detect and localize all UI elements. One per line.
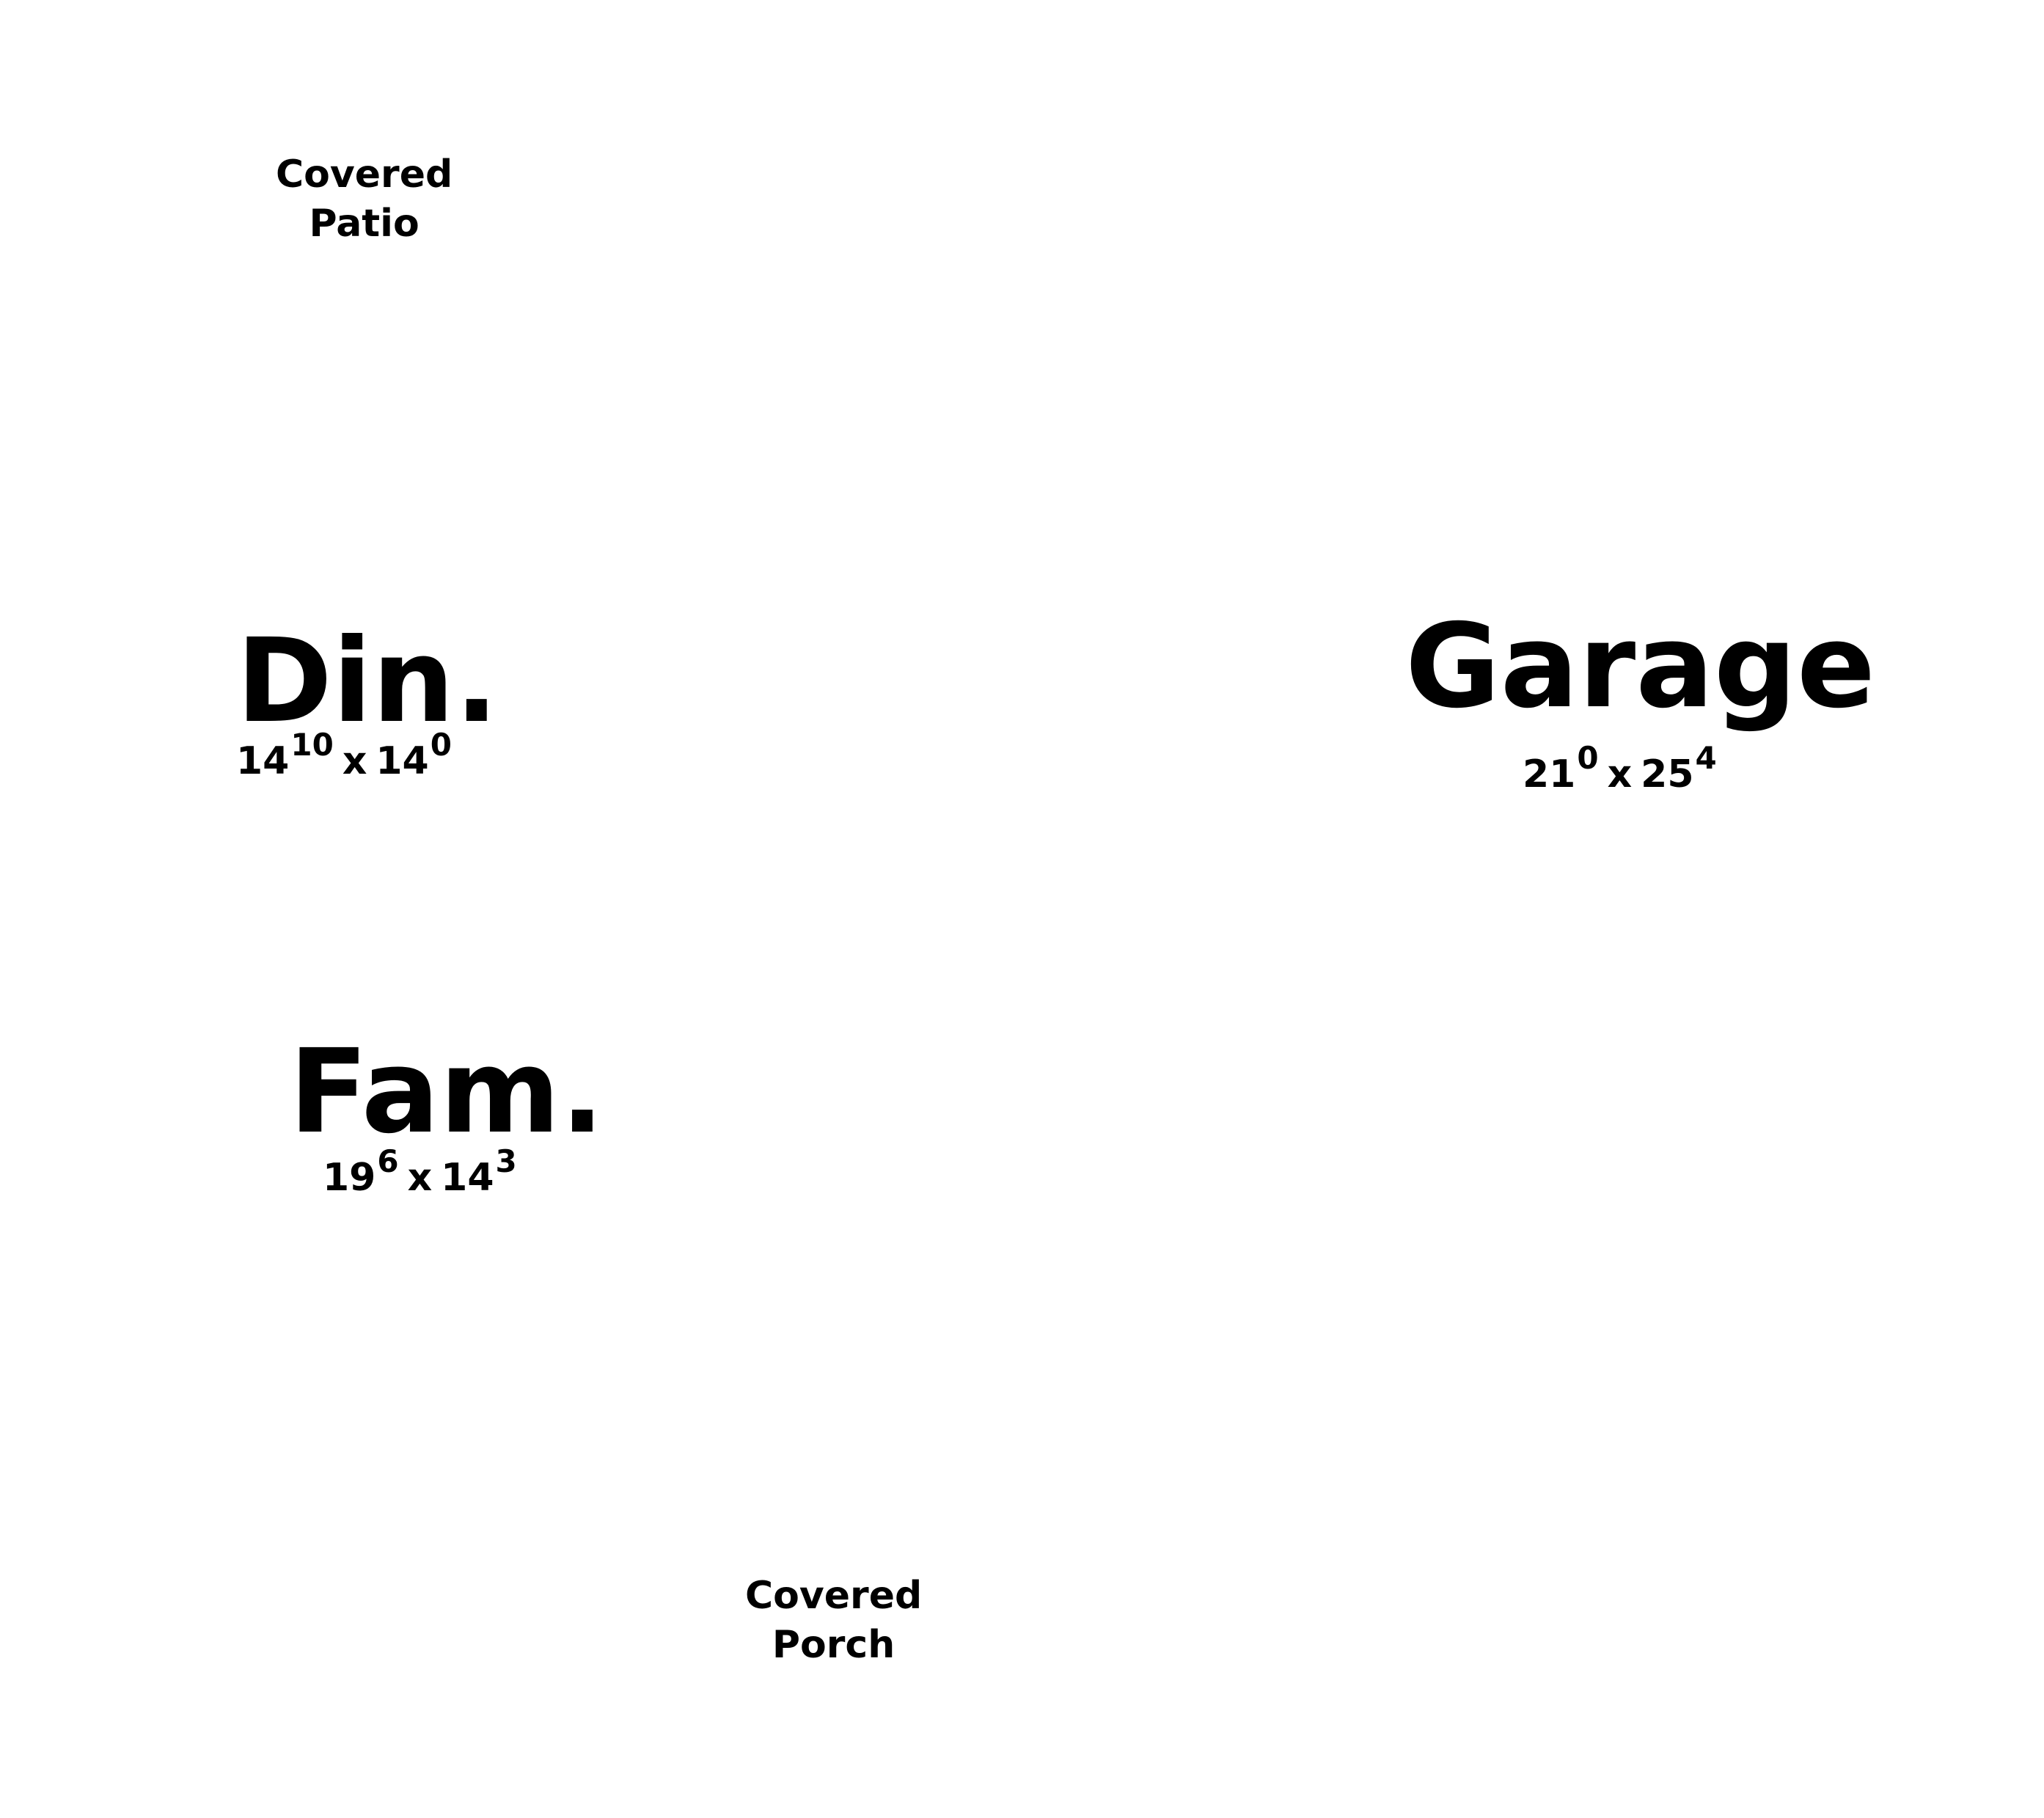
covered-porch-label: Covered Porch [745,1572,922,1670]
covered-porch-line2: Porch [772,1623,895,1667]
garage-length-in: 4 [1695,739,1717,776]
family-width-ft: 19 [323,1156,376,1200]
garage-width-ft: 21 [1523,752,1576,796]
covered-patio-label: Covered Patio [276,150,453,249]
garage-label: Garage [1405,599,1876,734]
dimension-separator: x [407,1156,433,1200]
garage-length-ft: 25 [1641,752,1694,796]
covered-patio-line2: Patio [309,202,420,246]
dining-length-ft: 14 [376,739,429,783]
family-room-label: Fam. [289,1025,604,1159]
covered-porch-line1: Covered [745,1574,923,1618]
dimension-separator: x [342,739,367,783]
dining-width-ft: 14 [236,739,290,783]
family-width-in: 6 [377,1143,399,1179]
family-length-in: 3 [495,1143,517,1179]
covered-patio-line1: Covered [276,153,453,197]
family-length-ft: 14 [441,1156,494,1200]
dining-room-label: Din. [236,614,499,749]
dining-width-in: 10 [290,726,334,763]
garage-width-in: 0 [1577,739,1599,776]
dimension-separator: x [1607,752,1633,796]
dining-length-in: 0 [430,726,452,763]
